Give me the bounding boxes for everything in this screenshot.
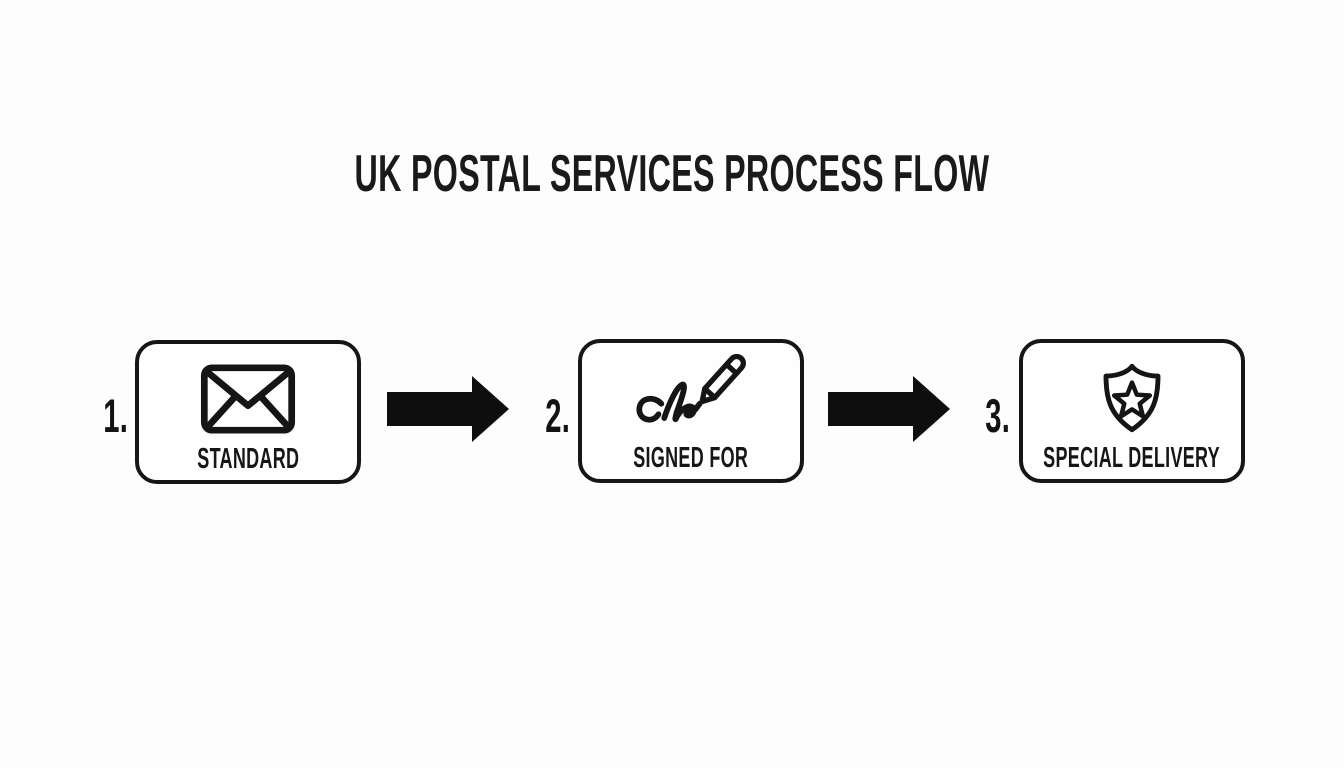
step-card-signed-for: SIGNED FOR (578, 339, 804, 483)
step-number-1: 1. (103, 389, 128, 442)
signature-icon (627, 354, 755, 439)
step-label: STANDARD (196, 443, 300, 475)
arrow-right-icon (387, 376, 509, 442)
step-card-standard: STANDARD (135, 340, 361, 484)
shield-star-icon (1093, 357, 1171, 439)
diagram-title-text: UK POSTAL SERVICES PROCESS FLOW (354, 145, 990, 203)
arrow-right-icon (828, 376, 950, 442)
step-label: SIGNED FOR (633, 442, 749, 474)
step-label: SPECIAL DELIVERY (1043, 442, 1221, 474)
step-number-3: 3. (985, 389, 1010, 442)
step-card-special-delivery: SPECIAL DELIVERY (1019, 339, 1245, 483)
step-number-2: 2. (545, 389, 570, 442)
diagram-title: UK POSTAL SERVICES PROCESS FLOW (0, 144, 1344, 204)
envelope-icon (200, 358, 296, 440)
